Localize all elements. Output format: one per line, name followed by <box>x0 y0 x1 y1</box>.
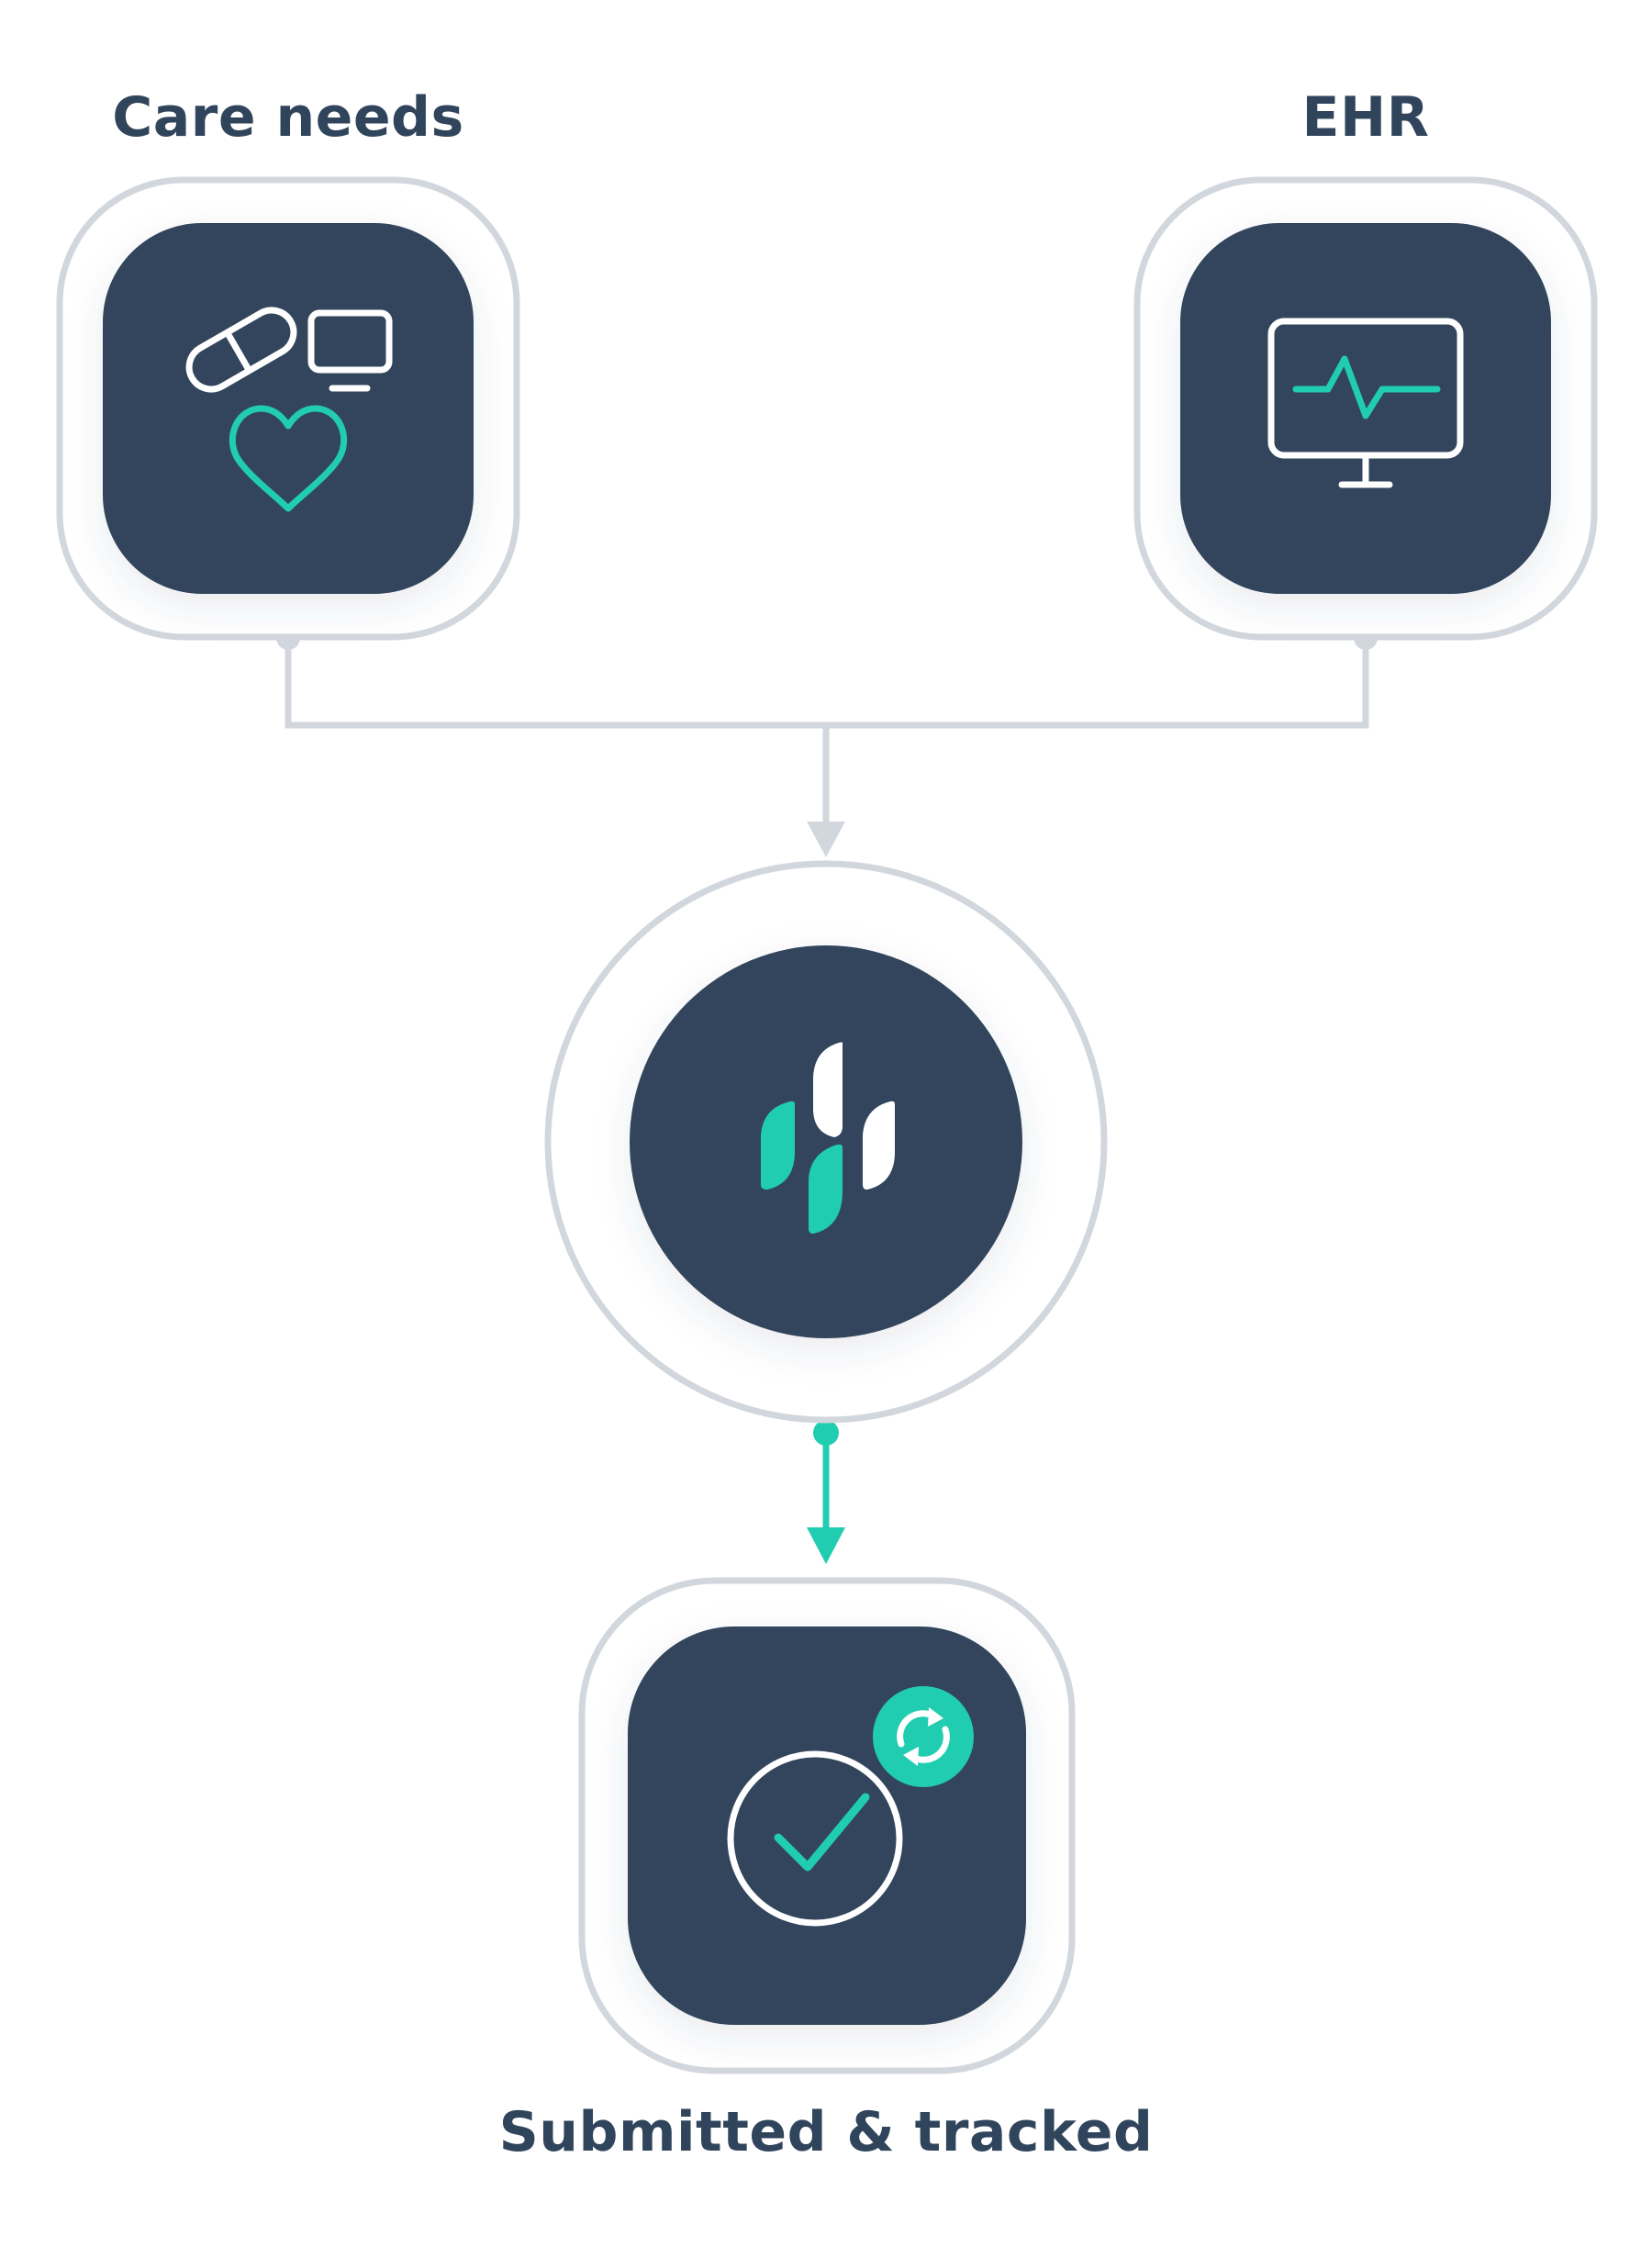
monitor-icon <box>307 309 393 392</box>
checkmark-circle-icon <box>727 1750 903 1927</box>
care-needs-label: Care needs <box>112 85 464 150</box>
connector-hub-to-result <box>807 1420 845 1564</box>
pill-icon <box>185 307 297 393</box>
ehr-node <box>1133 176 1598 641</box>
submitted-tracked-label: Submitted & tracked <box>498 2100 1154 2164</box>
hub-input-arrowhead <box>807 822 845 857</box>
result-input-arrowhead <box>807 1527 845 1564</box>
heart-icon <box>229 405 348 512</box>
ehr-label: EHR <box>1301 85 1430 150</box>
refresh-icon <box>873 1686 974 1787</box>
care-needs-node <box>56 176 520 641</box>
hub-disc <box>630 945 1022 1338</box>
result-tile <box>628 1626 1026 2025</box>
care-needs-tile <box>103 223 474 594</box>
brand-logo-icon <box>761 1042 895 1234</box>
hub-node <box>544 860 1108 1424</box>
submitted-tracked-node <box>578 1577 1076 2074</box>
connector-inputs-to-hub <box>276 626 1378 857</box>
heart-rate-monitor-icon <box>1267 318 1464 488</box>
